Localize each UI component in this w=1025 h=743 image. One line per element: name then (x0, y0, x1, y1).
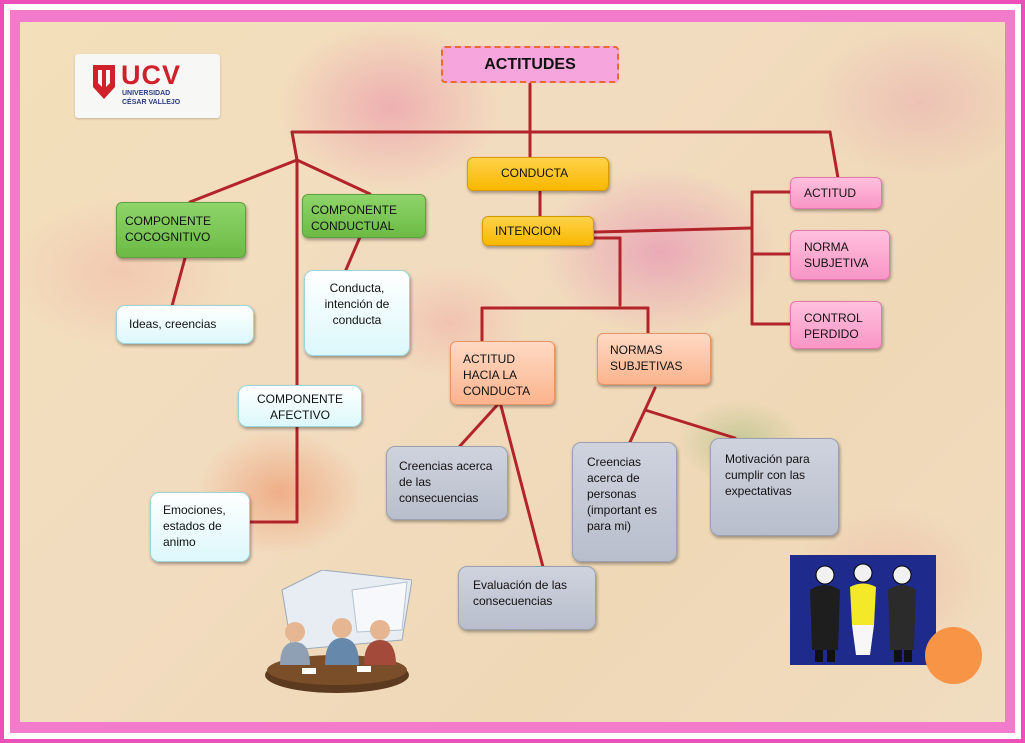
node-componente-cognitivo: COMPONENTE COCOGNITIVO (116, 202, 246, 258)
university-shield-icon (93, 65, 115, 99)
node-creencias-consecuencias: Creencias acerca de las consecuencias (386, 446, 508, 520)
node-control-percibido: CONTROL PERDIDO (790, 301, 882, 349)
node-actitud: ACTITUD (790, 177, 882, 209)
title-actitudes: ACTITUDES (441, 46, 619, 83)
node-norma-subjetiva: NORMA SUBJETIVA (790, 230, 890, 280)
node-emociones: Emociones, estados de animo (150, 492, 250, 562)
node-componente-conductual: COMPONENTE CONDUCTUAL (302, 194, 426, 238)
logo-subtitle-2: CÉSAR VALLEJO (122, 99, 181, 106)
node-componente-afectivo: COMPONENTE AFECTIVO (238, 385, 362, 427)
ucv-logo: UCV UNIVERSIDAD CÉSAR VALLEJO (75, 54, 220, 118)
orange-accent-dot (925, 627, 982, 684)
logo-text: UCV (121, 60, 182, 90)
node-actitud-hacia-conducta: ACTITUD HACIA LA CONDUCTA (450, 341, 555, 405)
node-intencion: INTENCION (482, 216, 594, 246)
node-ideas-creencias: Ideas, creencias (116, 305, 254, 344)
node-normas-subjetivas: NORMAS SUBJETIVAS (597, 333, 711, 385)
node-conducta-intencion: Conducta, intención de conducta (304, 270, 410, 356)
node-motivacion: Motivación para cumplir con las expectat… (710, 438, 839, 536)
logo-subtitle-1: UNIVERSIDAD (122, 90, 171, 97)
node-creencias-personas: Creencias acerca de personas (important … (572, 442, 677, 562)
meeting-clipart-icon (265, 570, 412, 693)
business-people-clipart-icon (790, 555, 936, 665)
node-conducta: CONDUCTA (467, 157, 609, 191)
node-evaluacion: Evaluación de las consecuencias (458, 566, 596, 630)
